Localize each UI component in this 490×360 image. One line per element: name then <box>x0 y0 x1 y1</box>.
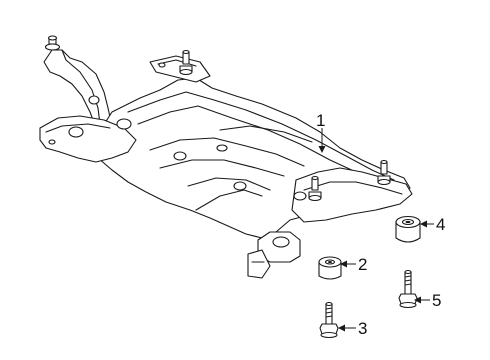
crossmember-stud-front <box>308 175 322 202</box>
callout-1: 1 <box>316 111 326 153</box>
crossmember-stud-rear <box>179 49 193 76</box>
callout-2-label: 2 <box>358 255 367 274</box>
callout-5: 5 <box>414 291 441 310</box>
callout-5-label: 5 <box>432 291 441 310</box>
callout-2: 2 <box>340 255 367 274</box>
bolt-short <box>319 301 339 339</box>
callout-3: 3 <box>338 319 367 338</box>
crossmember <box>39 35 413 279</box>
callout-4: 4 <box>420 215 445 234</box>
callout-1-label: 1 <box>316 111 325 130</box>
crossmember-stud-right <box>377 159 391 186</box>
bushing-small <box>318 256 342 280</box>
callout-4-label: 4 <box>436 215 445 234</box>
bushing-large <box>395 215 421 243</box>
bolt-long <box>398 269 418 309</box>
callout-3-label: 3 <box>358 319 367 338</box>
